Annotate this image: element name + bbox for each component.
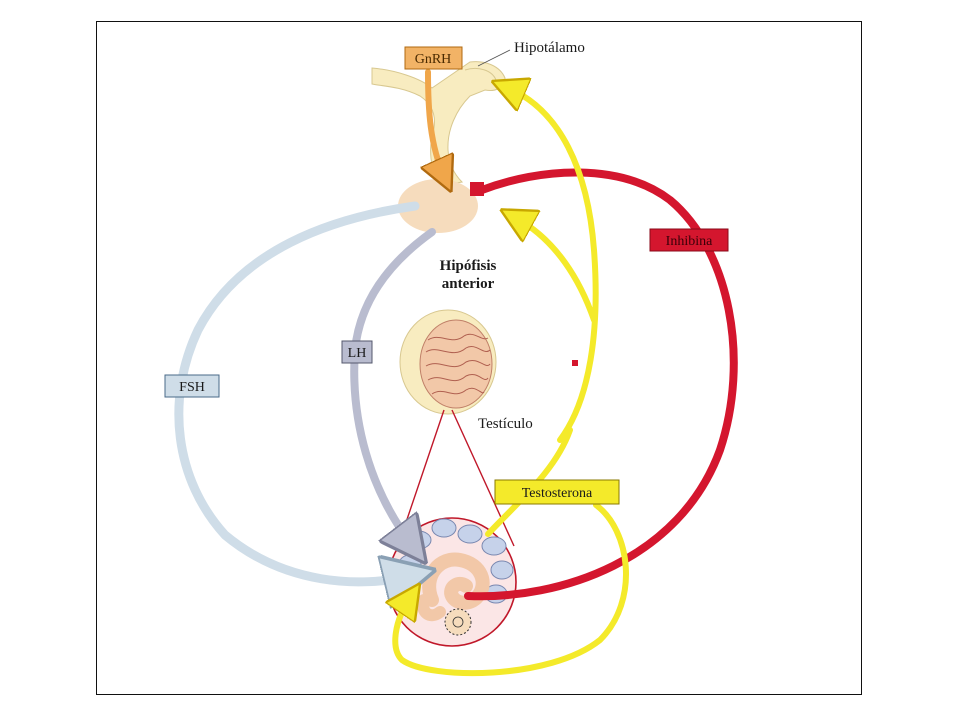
gnrh-pathway (428, 69, 444, 176)
testosterone-to-pituitary (516, 218, 597, 323)
red-marker (572, 360, 578, 366)
testosterone-to-hypothalamus (508, 88, 599, 443)
testosterona-label: Testosterona (522, 486, 593, 501)
testosterona-label-box: Testosterona (494, 479, 620, 505)
hipotalamo-label: Hipotálamo (514, 40, 585, 56)
testiculo-label: Testículo (478, 416, 533, 432)
inhibina-label: Inhibina (666, 234, 713, 249)
testosterone-local-loop (395, 502, 629, 677)
hipofisis-label-line2: anterior (442, 276, 495, 292)
fsh-label-box: FSH (164, 374, 220, 398)
diagram-frame (96, 21, 862, 695)
anterior-pituitary (398, 179, 478, 233)
fsh-label: FSH (179, 380, 205, 395)
lh-label-box: LH (341, 340, 373, 364)
inhibin-pathway (464, 168, 738, 601)
hipofisis-label-line1: Hipófisis (440, 258, 497, 274)
lh-label: LH (348, 346, 367, 361)
hipotalamo-leader (477, 49, 511, 67)
testis-illustration (399, 309, 497, 415)
gnrh-label-box: GnRH (404, 46, 463, 70)
inhibin-arrowhead (470, 182, 484, 196)
gnrh-label: GnRH (415, 52, 452, 67)
fsh-pathway (174, 201, 415, 582)
inhibina-label-box: Inhibina (649, 228, 729, 252)
